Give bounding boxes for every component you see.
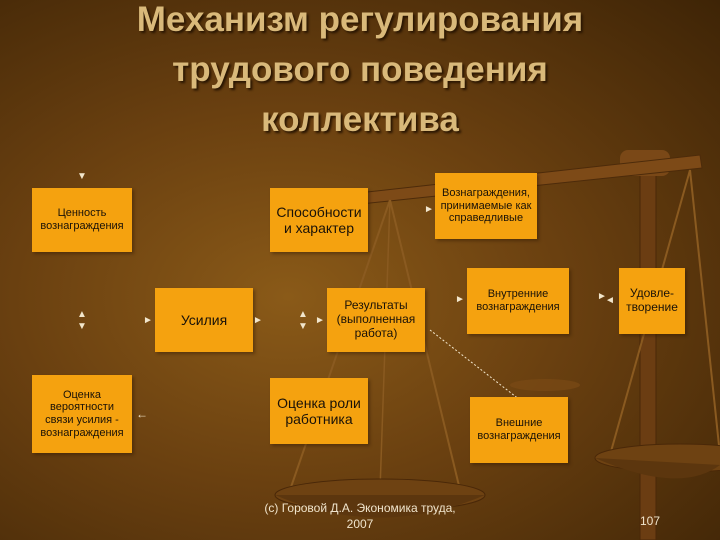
arrow-left-icon: ← bbox=[136, 407, 148, 421]
box-results: Результаты (выполненная работа) bbox=[327, 288, 425, 352]
arrow-up-icon: ▲ bbox=[77, 309, 87, 320]
arrow-right-icon: ► bbox=[597, 291, 607, 302]
box-abilities-character: Способности и характер bbox=[270, 188, 368, 252]
box-fair-rewards: Вознаграждения, принимаемые как справедл… bbox=[435, 173, 537, 239]
box-satisfaction: Удовле- творение bbox=[619, 268, 685, 334]
page-number: 107 bbox=[640, 514, 661, 528]
arrow-right-icon: ► bbox=[424, 204, 434, 215]
arrow-down-icon: ▼ bbox=[77, 171, 87, 182]
box-external-rewards: Внешние вознаграждения bbox=[470, 397, 568, 463]
box-internal-rewards: Внутренние вознаграждения bbox=[467, 268, 569, 334]
arrow-right-icon: ► bbox=[143, 315, 153, 326]
arrow-up-icon: ▲ bbox=[298, 309, 308, 320]
box-probability-assessment: Оценка вероятности связи усилия - вознаг… bbox=[32, 375, 132, 453]
arrow-right-icon: ► bbox=[315, 315, 325, 326]
footer-copyright: (c) Горовой Д.А. Экономика труда, 2007 bbox=[264, 501, 456, 531]
box-role-assessment: Оценка роли работника bbox=[270, 378, 368, 444]
box-effort: Усилия bbox=[155, 288, 253, 352]
arrow-left-icon: ◄ bbox=[605, 295, 615, 306]
slide-title-line-3: коллектива bbox=[261, 100, 459, 139]
arrow-right-icon: ► bbox=[455, 294, 465, 305]
arrow-down-icon: ▼ bbox=[298, 321, 308, 332]
slide-title-line-2: трудового поведения bbox=[172, 50, 548, 89]
slide-title-line-1: Механизм регулирования bbox=[136, 0, 584, 39]
box-reward-value: Ценность вознаграждения bbox=[32, 188, 132, 252]
arrow-right-icon: ► bbox=[253, 315, 263, 326]
arrow-down-icon: ▼ bbox=[77, 321, 87, 332]
